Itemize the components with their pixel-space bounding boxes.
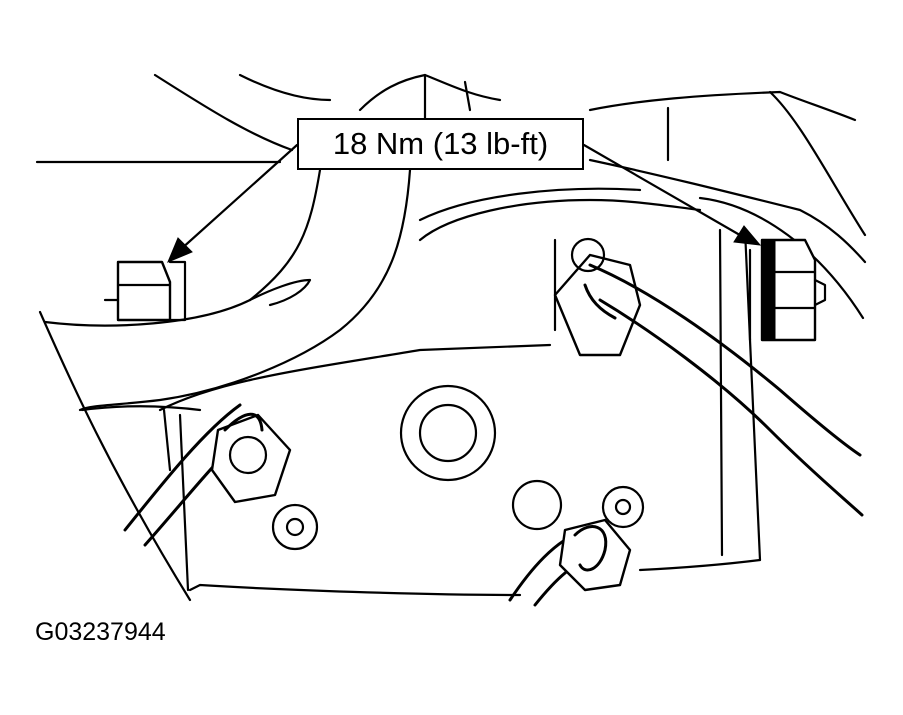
mounting-holes <box>271 479 645 551</box>
left-arrowhead <box>167 237 193 263</box>
center-bore <box>399 384 497 482</box>
right-torque-nut <box>748 238 827 342</box>
background-structure <box>35 73 867 602</box>
figure-id: G03237944 <box>35 618 166 646</box>
right-arrowhead <box>733 225 762 246</box>
lower-left-fuel-line <box>123 403 292 547</box>
upper-right-fuel-line <box>553 237 864 517</box>
torque-label: 18 Nm (13 lb-ft) <box>332 126 549 161</box>
torque-callout: 18 Nm (13 lb-ft) <box>297 118 584 170</box>
leader-arrows <box>167 143 762 263</box>
lower-center-fuel-line <box>508 518 632 607</box>
left-torque-nut <box>103 260 187 322</box>
